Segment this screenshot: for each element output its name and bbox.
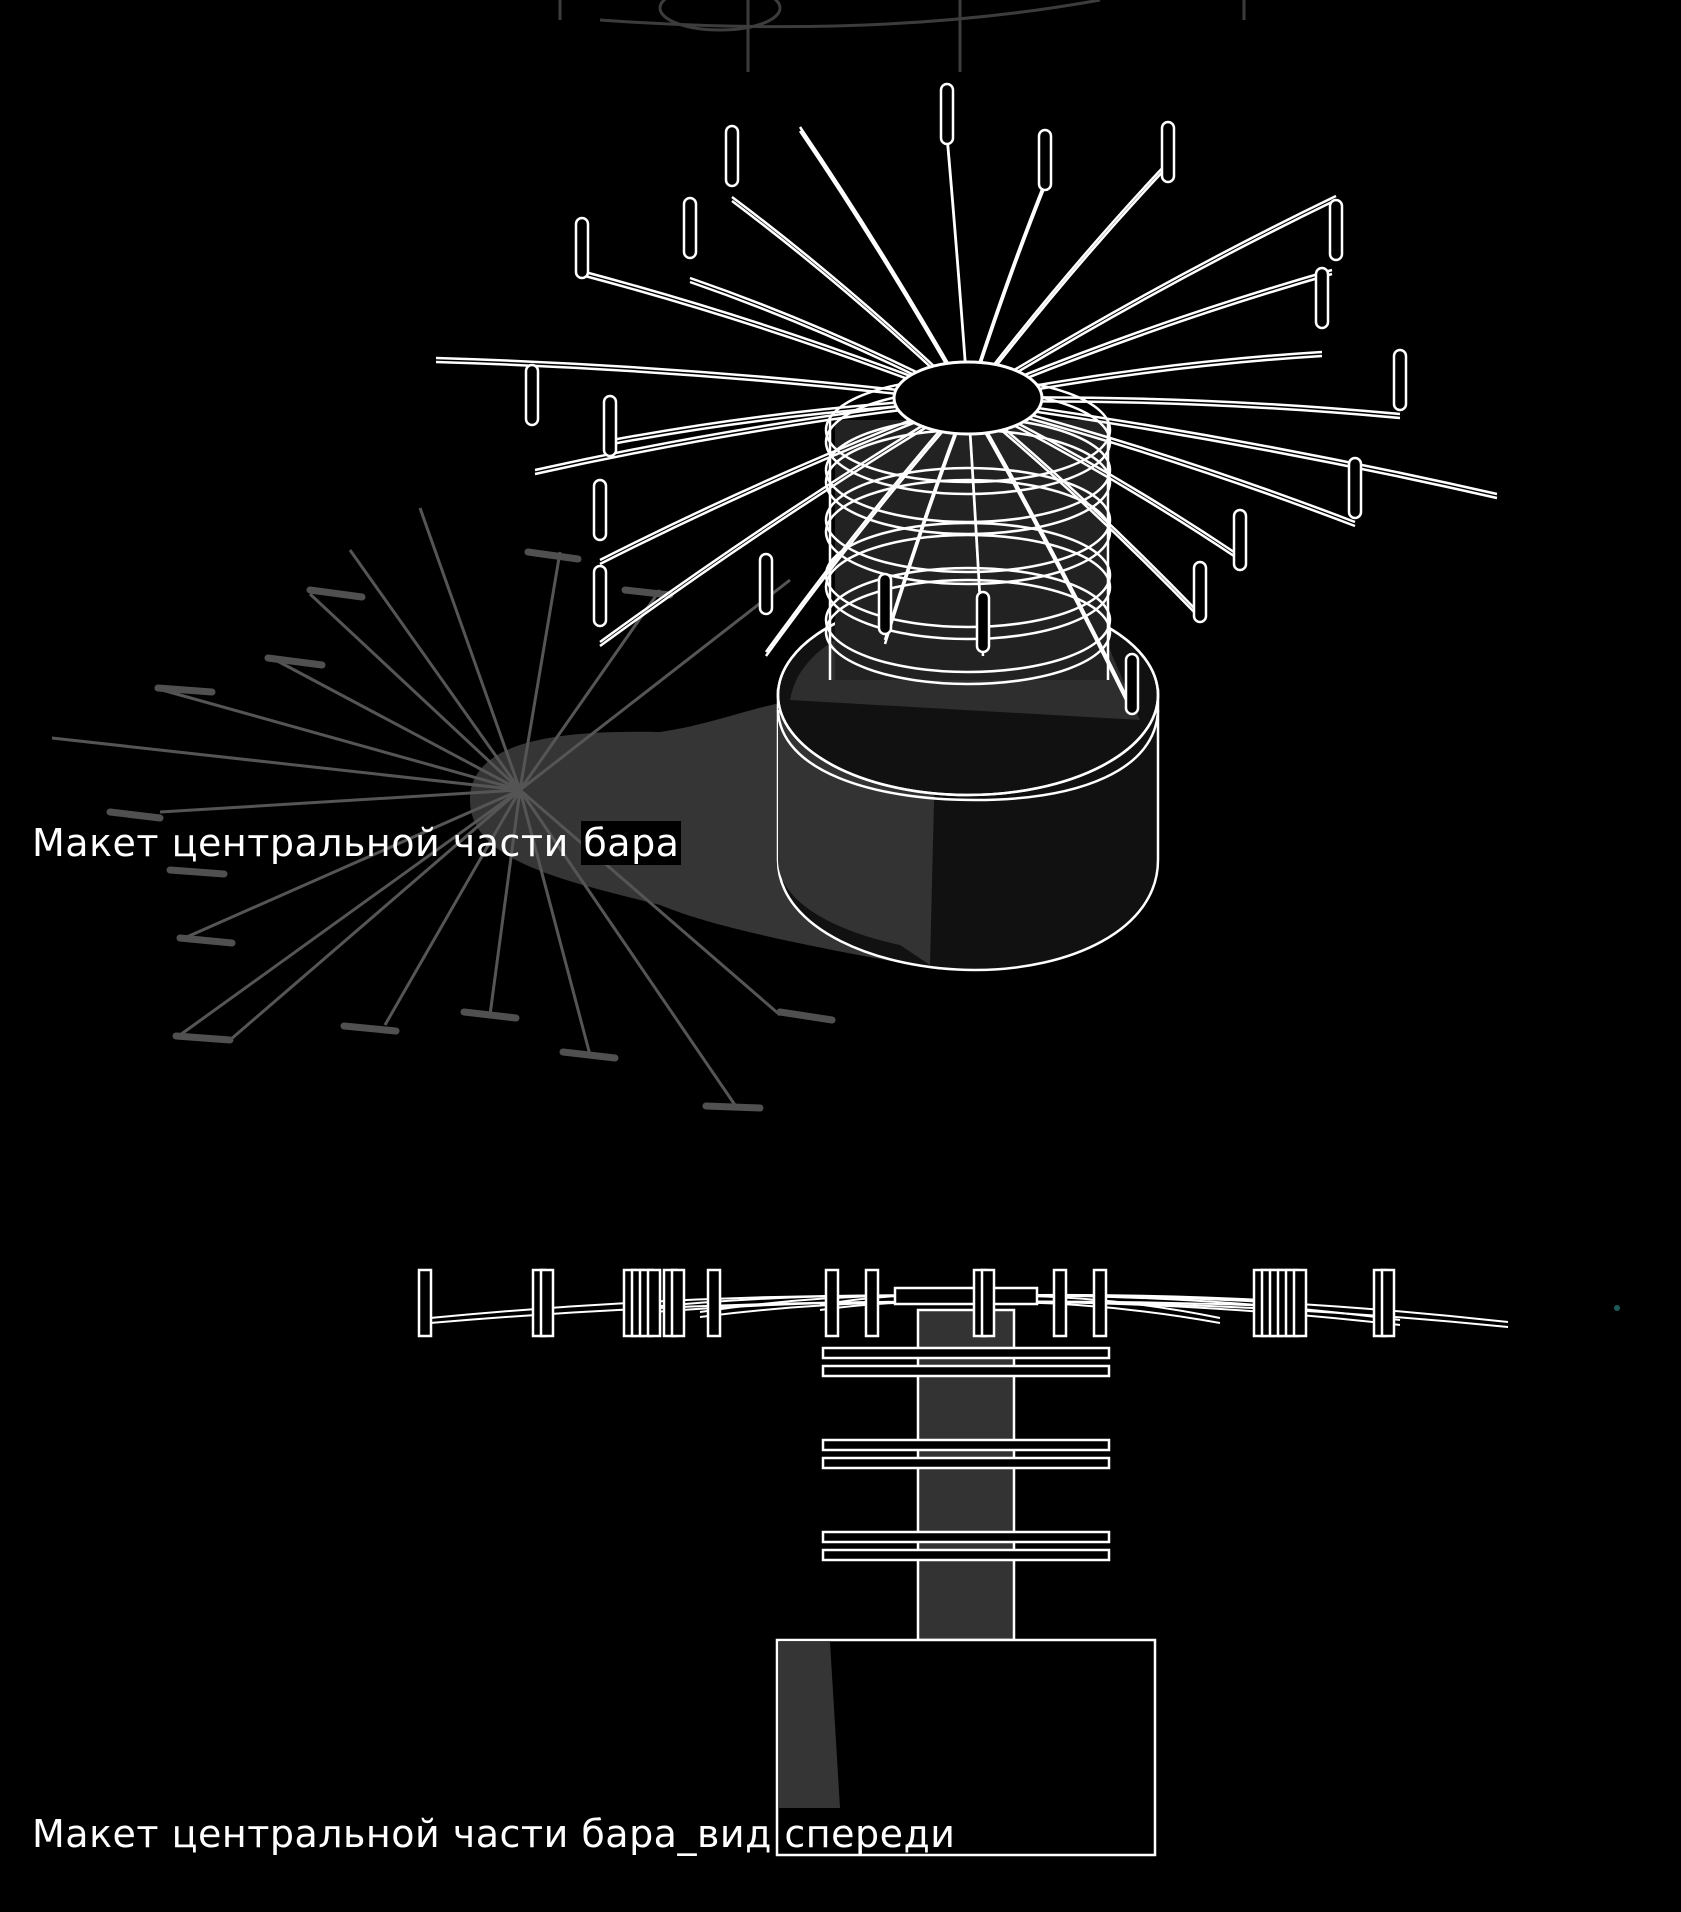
pendant-bar xyxy=(524,363,540,427)
spoke xyxy=(599,396,969,644)
pendant-bar xyxy=(1314,266,1330,330)
front-pendant-bar xyxy=(539,1268,555,1338)
pendant-bar xyxy=(1124,652,1140,716)
spoke xyxy=(967,396,1498,496)
shadow-pendant xyxy=(306,586,366,601)
shadow-pendant xyxy=(776,1008,836,1024)
front-arm xyxy=(429,1300,967,1324)
front-ring xyxy=(821,1456,1111,1470)
pendant-bar xyxy=(758,552,774,616)
pendant-bar xyxy=(939,82,955,146)
front-ring xyxy=(821,1346,1111,1360)
shadow-spoke xyxy=(308,592,522,792)
spoke xyxy=(798,126,970,399)
shadow-pendant xyxy=(460,1008,520,1022)
caption-isometric-text: Макет центральной части xyxy=(32,821,582,865)
front-pendant-bar xyxy=(1380,1268,1396,1338)
pendant-bar xyxy=(1328,198,1344,262)
spoke xyxy=(967,400,1498,500)
shadow-spoke xyxy=(518,789,592,1056)
top-fragment xyxy=(558,0,1246,72)
shadow-spoke xyxy=(154,686,521,792)
column-ring xyxy=(824,578,1112,686)
front-pendant-bar xyxy=(670,1268,686,1338)
front-pendant-bar xyxy=(646,1268,662,1338)
front-ring xyxy=(821,1548,1111,1562)
front-pendant-bar xyxy=(417,1268,433,1338)
caption-isometric-highlight: бара xyxy=(581,821,682,865)
shadow-pendant xyxy=(154,684,216,696)
shadow-pendant xyxy=(702,1102,764,1112)
spoke xyxy=(435,356,969,400)
pendant-bar xyxy=(877,572,893,636)
front-ring xyxy=(821,1530,1111,1544)
shadow-spoke xyxy=(179,788,521,1037)
front-pendant-bar xyxy=(1292,1268,1308,1338)
spoke xyxy=(599,400,969,648)
shadow-spoke xyxy=(159,788,521,814)
front-pendant-bar xyxy=(1092,1268,1108,1338)
front-ring xyxy=(821,1364,1111,1378)
shadow-spoke xyxy=(383,789,522,1026)
shadow-spoke xyxy=(519,578,791,792)
front-pendant-bar xyxy=(980,1268,996,1338)
shadow-spoke xyxy=(229,788,521,1042)
column-ring xyxy=(824,533,1112,641)
shadow-pendant xyxy=(524,548,582,563)
shadow-pendant xyxy=(264,654,326,669)
shadow-pendant xyxy=(340,1022,400,1035)
shadow-spoke xyxy=(51,736,521,792)
shadow-spoke xyxy=(518,589,662,791)
pendant-bar xyxy=(592,564,608,628)
shadow-spoke xyxy=(418,507,522,791)
pendant-bar xyxy=(1232,508,1248,572)
front-arm xyxy=(965,1294,1509,1323)
front-pendant-bar xyxy=(864,1268,880,1338)
pendant-bar xyxy=(1037,128,1053,192)
spoke xyxy=(966,401,1134,713)
pendant-bar xyxy=(592,478,608,542)
caption-isometric: Макет центральной части бара xyxy=(32,821,682,865)
front-view xyxy=(417,1268,1620,1857)
shadow-spoke xyxy=(267,654,521,792)
spoke xyxy=(966,397,1134,709)
caption-front-view: Макет центральной части бара_вид спереди xyxy=(32,1812,956,1856)
shadow-spoke xyxy=(488,789,522,1016)
shadow-spoke xyxy=(519,788,781,1017)
pendant-bar xyxy=(1160,120,1176,184)
front-pendant-bar xyxy=(824,1268,840,1338)
pendant-bar xyxy=(724,124,740,188)
spoke xyxy=(967,194,1337,400)
pendant-bar xyxy=(1192,560,1208,624)
pendant-bar xyxy=(975,590,991,654)
shadow-pendant xyxy=(559,1048,619,1062)
shadow-pendant xyxy=(176,934,236,947)
shadow-pendant xyxy=(106,808,164,822)
pendant-bar xyxy=(1392,348,1408,412)
front-pendant-bar xyxy=(706,1268,722,1338)
column-ring xyxy=(824,466,1112,574)
shadow-spoke xyxy=(518,789,737,1106)
shadow-spoke xyxy=(348,549,522,791)
pendant-bar xyxy=(602,394,618,458)
pendant-bar xyxy=(1347,456,1363,520)
pendant-bar xyxy=(682,196,698,260)
shadow-pendant xyxy=(166,866,228,878)
iso-chandelier xyxy=(435,82,1498,716)
pendant-bar xyxy=(574,216,590,280)
column-ring xyxy=(824,566,1112,674)
shadow-spoke xyxy=(179,788,521,942)
column-ring xyxy=(824,478,1112,586)
shadow-pendant xyxy=(172,1032,234,1044)
front-pendant-bar xyxy=(1052,1268,1068,1338)
shadow-pendant xyxy=(621,586,674,599)
shadow-spoke xyxy=(518,551,562,791)
front-ring xyxy=(821,1438,1111,1452)
